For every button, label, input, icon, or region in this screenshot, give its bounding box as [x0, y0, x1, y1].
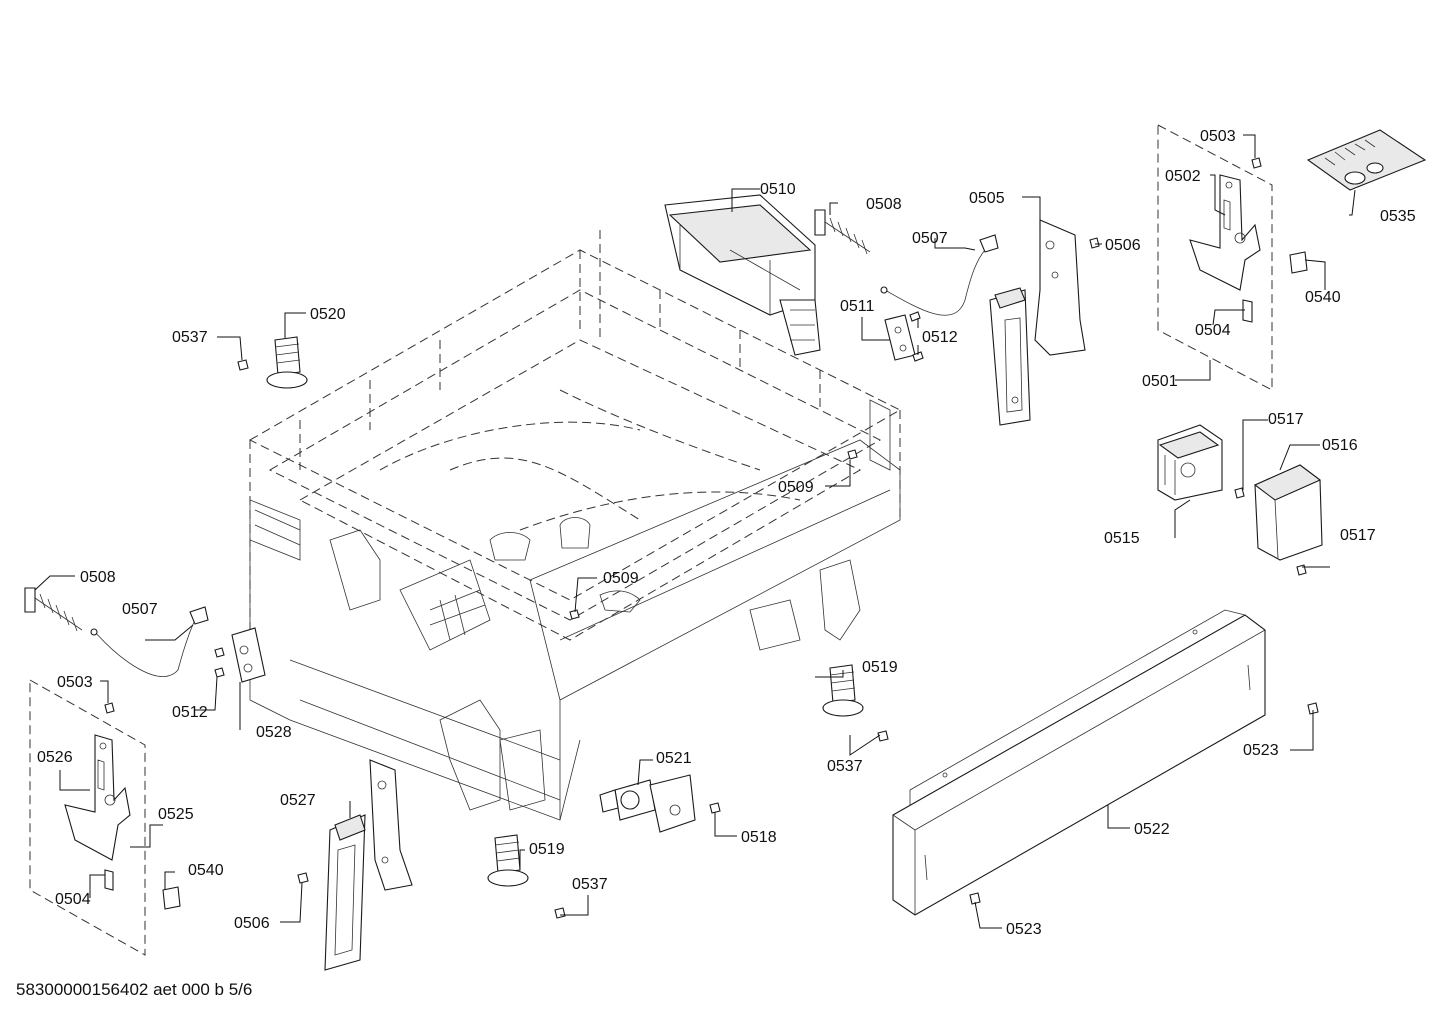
part-0503-screw-left: [104, 702, 115, 714]
label-0535: 0535: [1380, 208, 1416, 225]
part-0512-screws-left: [214, 647, 225, 678]
label-0506-top: 0506: [1105, 237, 1141, 254]
label-0519-right: 0519: [862, 659, 898, 676]
part-labels: 0501 0502 0503 0503 0504 0504 0505 0506 …: [37, 128, 1416, 938]
label-0520: 0520: [310, 306, 346, 323]
label-0540-right: 0540: [1305, 289, 1341, 306]
part-0523-screws: [969, 702, 1319, 905]
part-0502-hinge-plate: [1189, 174, 1261, 291]
part-0537-screw-right: [877, 730, 889, 742]
label-0501: 0501: [1142, 373, 1178, 390]
part-0504-clip-left: [104, 869, 114, 891]
label-0504-right: 0504: [1195, 322, 1231, 339]
label-0517-bottom: 0517: [1340, 527, 1376, 544]
hinge-group-right-frame: [1157, 124, 1273, 391]
label-0505: 0505: [969, 190, 1005, 207]
label-0522: 0522: [1134, 821, 1170, 838]
label-0512-top: 0512: [922, 329, 958, 346]
part-0507-cable-top: [880, 234, 999, 316]
part-0540-clip-right: [1289, 251, 1308, 274]
label-0528: 0528: [256, 724, 292, 741]
label-0503-right: 0503: [1200, 128, 1236, 145]
hinge-group-left-frame: [29, 679, 146, 956]
part-0528-plate: [231, 627, 266, 683]
part-0509-screw-center: [569, 609, 580, 620]
label-0527: 0527: [280, 792, 316, 809]
label-0523-bottom: 0523: [1006, 921, 1042, 938]
label-0516: 0516: [1322, 437, 1358, 454]
part-0516-cover: [1253, 464, 1323, 561]
part-0508-spring-left: [24, 587, 83, 632]
label-0540-left: 0540: [188, 862, 224, 879]
label-0502: 0502: [1165, 168, 1201, 185]
part-0508-spring-top: [814, 209, 871, 255]
part-0526-hinge-plate: [64, 734, 131, 861]
part-0535-screw-pack: [1306, 129, 1427, 191]
part-0519-foot-left: [487, 834, 529, 887]
label-0504-left: 0504: [55, 891, 91, 908]
label-0517-top: 0517: [1268, 411, 1304, 428]
label-0507-top: 0507: [912, 230, 948, 247]
label-0507-left: 0507: [122, 601, 158, 618]
part-0527-hinge-arm: [324, 759, 413, 971]
label-0521: 0521: [656, 750, 692, 767]
leader-lines: [34, 134, 1356, 929]
part-0504-clip-right: [1242, 299, 1253, 323]
label-0508-top: 0508: [866, 196, 902, 213]
part-0509-screw-top: [847, 449, 858, 460]
label-0510: 0510: [760, 181, 796, 198]
part-0518-screw: [709, 802, 721, 814]
part-0510-dispenser: [664, 194, 821, 356]
label-0519-left: 0519: [529, 841, 565, 858]
label-0518: 0518: [741, 829, 777, 846]
part-0511-bracket: [884, 314, 916, 361]
part-0506-screw-bottom: [297, 872, 309, 884]
label-0515: 0515: [1104, 530, 1140, 547]
part-0507-cable-left: [90, 606, 209, 677]
part-0503-screw-right: [1251, 157, 1262, 169]
label-0523-right: 0523: [1243, 742, 1279, 759]
part-0519-foot-right: [822, 664, 864, 717]
label-0526: 0526: [37, 749, 73, 766]
document-reference: 58300000156402 aet 000 b 5/6: [16, 980, 253, 999]
label-0509-center: 0509: [603, 570, 639, 587]
label-0537-right: 0537: [827, 758, 863, 775]
base-frame: [248, 230, 902, 821]
label-0503-left: 0503: [57, 674, 93, 691]
label-0537-top-left: 0537: [172, 329, 208, 346]
part-0520-foot-top: [266, 336, 308, 389]
label-0508-left: 0508: [80, 569, 116, 586]
part-0521-valve: [599, 774, 696, 833]
part-0537-screw-bottom: [554, 907, 566, 919]
label-0537-bottom: 0537: [572, 876, 608, 893]
part-0537-screw-top-left: [237, 359, 249, 371]
label-0512-left: 0512: [172, 704, 208, 721]
label-0525: 0525: [158, 806, 194, 823]
part-0522-front-panel: [892, 609, 1266, 916]
label-0509-top: 0509: [778, 479, 814, 496]
label-0506-bottom: 0506: [234, 915, 270, 932]
part-0515-bracket: [1157, 424, 1223, 501]
part-0505-hinge-top: [989, 219, 1086, 426]
part-0506-screw-top: [1089, 237, 1100, 249]
part-0540-clip-left: [162, 886, 181, 910]
label-0511: 0511: [840, 298, 875, 315]
